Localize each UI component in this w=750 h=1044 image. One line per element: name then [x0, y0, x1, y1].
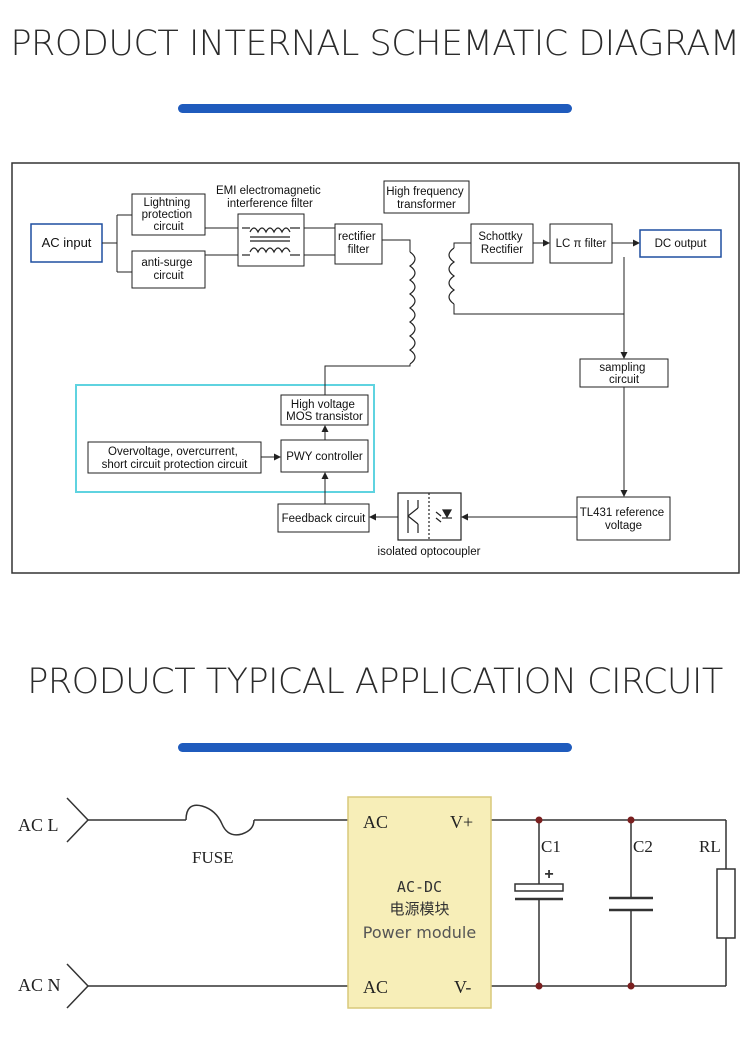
module-ac-bottom-label: AC [363, 977, 388, 997]
feedback-circuit-box [277, 503, 370, 533]
transformer-secondary-coil [448, 247, 456, 305]
ac-input-label: AC input [42, 235, 92, 250]
capacitor-c2-symbol [609, 896, 653, 912]
schottky-rectifier-box [470, 223, 534, 264]
controller-highlight-frame [75, 384, 375, 493]
dc-output-label: DC output [655, 238, 708, 250]
application-underline-bar [178, 743, 572, 752]
mos-transistor-box [280, 394, 369, 426]
power-module-block [347, 796, 492, 1009]
schematic-frame [11, 162, 740, 574]
ac-l-label: AC L [18, 815, 59, 835]
application-title: PRODUCT TYPICAL APPLICATION CIRCUIT [27, 662, 723, 702]
module-name-label: Power module [363, 923, 476, 942]
c1-polarity-label: + [544, 866, 553, 883]
fuse-symbol [185, 804, 255, 836]
c2-label: C2 [633, 837, 653, 856]
lightning-protection-label: Lightning protection circuit [142, 197, 196, 233]
module-chinese-label: 电源模块 [389, 900, 449, 918]
pwy-controller-label: PWY controller [286, 451, 363, 463]
anti-surge-box [131, 250, 206, 289]
optocoupler-label: isolated optocoupler [378, 546, 481, 558]
sampling-circuit-box [579, 358, 669, 388]
application-circuit-diagram: + C1 C2 RL AC V+ AC V- AC-DC 电源模块 Power … [18, 796, 736, 1009]
module-ac-top-label: AC [363, 812, 388, 832]
lc-pi-filter-label: LC π filter [556, 238, 607, 250]
capacitor-c1-symbol [514, 883, 564, 901]
tl431-box [576, 496, 671, 541]
junction-nodes [535, 816, 635, 990]
optocoupler-symbol [397, 492, 462, 541]
fuse-label: FUSE [192, 848, 234, 867]
tl431-label: TL431 reference voltage [580, 507, 668, 532]
dc-output-box [639, 229, 722, 258]
load-resistor-symbol [716, 868, 736, 939]
c1-label: C1 [541, 837, 561, 856]
emi-filter-coil-symbol [242, 227, 300, 256]
rl-label: RL [699, 837, 721, 856]
lightning-protection-box [131, 193, 206, 236]
module-v-minus-label: V- [454, 977, 471, 997]
emi-filter-box [237, 213, 305, 267]
hf-transformer-box [383, 180, 470, 214]
mos-transistor-label: High voltage MOS transistor [286, 399, 363, 423]
ac-n-label: AC N [18, 975, 61, 995]
pwy-controller-box [280, 439, 369, 473]
module-v-plus-label: V+ [450, 812, 473, 832]
anti-surge-label: anti-surge circuit [141, 257, 195, 282]
protection-circuit-label: Overvoltage, overcurrent, short circuit … [102, 446, 249, 471]
sampling-circuit-label: sampling circuit [599, 362, 648, 386]
title-underline-bar [178, 104, 572, 113]
schottky-rectifier-label: Schottky Rectifier [478, 231, 525, 256]
schematic-title: PRODUCT INTERNAL SCHEMATIC DIAGRAM [10, 24, 740, 64]
hf-transformer-label: High frequency transformer [386, 186, 467, 211]
rectifier-filter-box [334, 223, 383, 265]
emi-filter-label: EMI electromagnetic interference filter [216, 185, 324, 210]
module-type-label: AC-DC [397, 878, 442, 896]
internal-schematic-diagram: AC input Lightning protection circuit an… [11, 162, 740, 574]
feedback-circuit-label: Feedback circuit [282, 513, 367, 525]
transformer-primary-coil [408, 251, 416, 365]
ac-input-box [30, 223, 103, 263]
rectifier-filter-label: rectifier filter [338, 231, 379, 256]
